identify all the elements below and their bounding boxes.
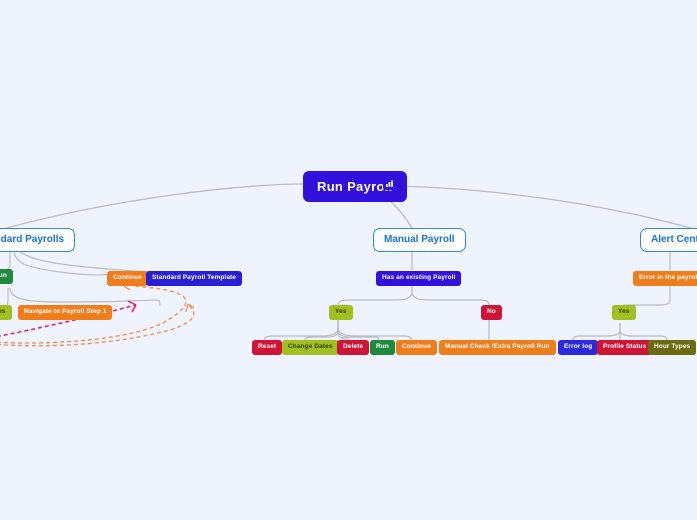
link-yes-continue bbox=[337, 320, 413, 342]
node-hour-types-label: Hour Types bbox=[654, 343, 691, 350]
node-error-in-the-payroll-calculation-label: Error in the payroll ca bbox=[639, 274, 697, 281]
node-change-dates-label: Change Dates bbox=[288, 343, 333, 350]
link-run-navigate bbox=[9, 287, 161, 307]
node-standard-yes[interactable]: Yes bbox=[0, 305, 12, 320]
dashed-arrow-pink-head bbox=[127, 300, 137, 313]
node-standard-continue[interactable]: Continue bbox=[107, 271, 148, 286]
node-error-log[interactable]: Error log bbox=[558, 340, 599, 355]
node-reset[interactable]: Reset bbox=[252, 340, 283, 355]
node-has-an-existing-payroll-label: Has an existing Payroll bbox=[382, 274, 456, 281]
node-profile-status-label: Profile Status bbox=[603, 343, 647, 350]
root-node-label: Run Payroll bbox=[317, 179, 393, 194]
link-yes-hour-types bbox=[619, 323, 668, 342]
node-hour-types[interactable]: Hour Types bbox=[648, 340, 697, 355]
node-standard-payroll-template[interactable]: Standard Payroll Template bbox=[146, 271, 243, 286]
link-standard-continue bbox=[13, 249, 123, 276]
link-existing-no bbox=[411, 286, 490, 307]
link-yes-reset bbox=[263, 320, 339, 342]
dashed-arrow-orange-1-head bbox=[185, 303, 195, 313]
link-existing-yes bbox=[337, 286, 413, 307]
node-standard-payroll-template-label: Standard Payroll Template bbox=[152, 274, 237, 281]
link-yes-delete bbox=[337, 320, 349, 341]
node-manual-run[interactable]: Run bbox=[370, 340, 395, 355]
branch-node-manual-payroll[interactable]: Manual Payroll bbox=[373, 228, 466, 252]
branch-label-standard-payrolls: Standard Payrolls bbox=[0, 234, 65, 245]
link-yes-run bbox=[337, 320, 380, 342]
link-yes-error-log bbox=[572, 323, 621, 342]
link-root-standard bbox=[0, 183, 304, 231]
node-delete[interactable]: Delete bbox=[337, 340, 370, 355]
node-manual-check-extra-payroll-run-label: Manual Check /Extra Payroll Run bbox=[445, 343, 550, 350]
node-manual-no[interactable]: No bbox=[481, 305, 502, 320]
node-standard-continue-label: Continue bbox=[113, 274, 142, 281]
node-standard-run-label: Run bbox=[0, 272, 7, 279]
node-manual-yes[interactable]: Yes bbox=[329, 305, 353, 320]
node-has-an-existing-payroll[interactable]: Has an existing Payroll bbox=[376, 271, 462, 286]
node-standard-yes-label: Yes bbox=[0, 308, 6, 315]
node-alert-yes-label: Yes bbox=[618, 308, 630, 315]
node-reset-label: Reset bbox=[258, 343, 277, 350]
node-navigate-to-payroll-step-1[interactable]: Navigate to Payroll Step 1 bbox=[18, 305, 113, 320]
link-root-alert bbox=[380, 185, 697, 231]
node-standard-run[interactable]: Run bbox=[0, 269, 13, 284]
node-error-in-the-payroll-calculation[interactable]: Error in the payroll ca bbox=[633, 271, 697, 286]
node-manual-run-label: Run bbox=[376, 343, 389, 350]
branch-node-standard-payrolls[interactable]: Standard Payrolls bbox=[0, 228, 76, 252]
node-delete-label: Delete bbox=[343, 343, 364, 350]
branch-label-alert-center: Alert Center bbox=[651, 234, 697, 245]
node-manual-check-extra-payroll-run[interactable]: Manual Check /Extra Payroll Run bbox=[439, 340, 556, 355]
node-manual-no-label: No bbox=[487, 308, 496, 315]
node-profile-status[interactable]: Profile Status bbox=[597, 340, 653, 355]
node-manual-continue-label: Continue bbox=[402, 343, 431, 350]
node-alert-yes[interactable]: Yes bbox=[612, 305, 636, 320]
link-yes-change-dates bbox=[304, 320, 339, 342]
node-manual-yes-label: Yes bbox=[335, 308, 347, 315]
branch-node-alert-center[interactable]: Alert Center bbox=[640, 228, 697, 252]
node-error-log-label: Error log bbox=[564, 343, 593, 350]
node-change-dates[interactable]: Change Dates bbox=[282, 340, 339, 355]
bar-chart-icon[interactable] bbox=[383, 177, 396, 190]
node-navigate-to-payroll-step-1-label: Navigate to Payroll Step 1 bbox=[24, 308, 107, 315]
branch-label-manual-payroll: Manual Payroll bbox=[384, 234, 455, 245]
node-manual-continue[interactable]: Continue bbox=[396, 340, 437, 355]
